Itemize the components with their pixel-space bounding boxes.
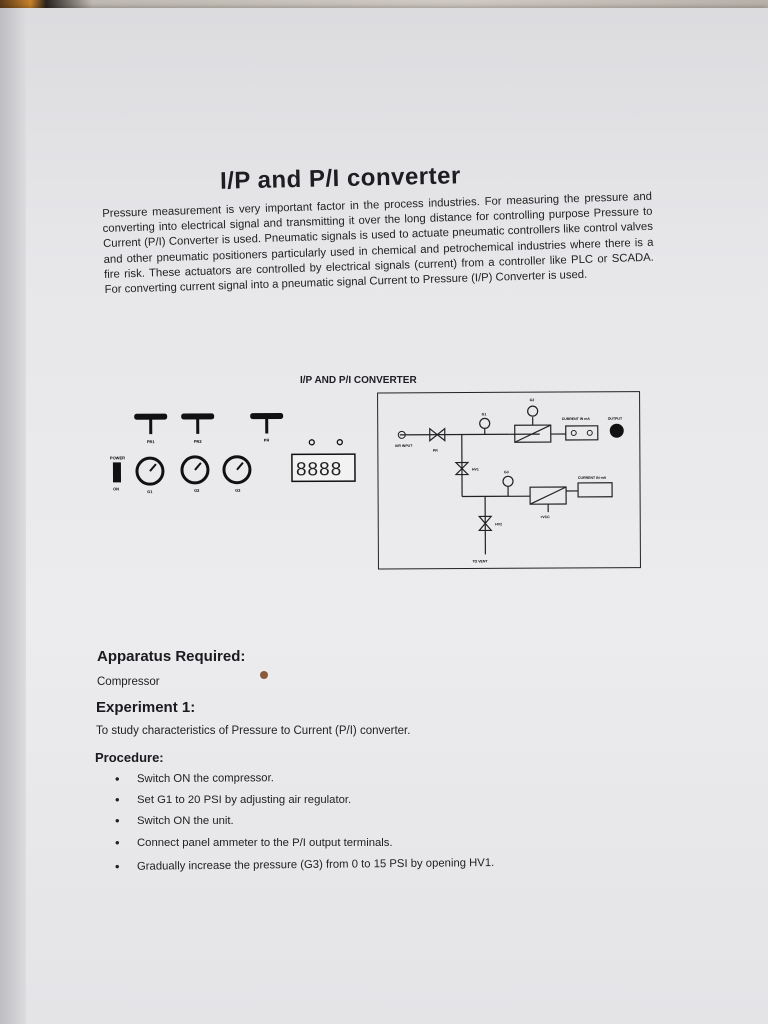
- procedure-step: Switch ON the unit.: [115, 814, 494, 836]
- valve-pr-icon: [429, 427, 446, 442]
- procedure-step: Gradually increase the pressure (G3) fro…: [115, 856, 495, 882]
- terminal-icon: [336, 439, 343, 446]
- schematic-label-to-vent: TO VENT: [472, 559, 488, 563]
- schematic-label-output: OUTPUT: [608, 417, 623, 421]
- output-gauge-icon: [609, 423, 624, 438]
- label-g3: G3: [235, 488, 241, 493]
- label-power: POWER: [110, 455, 125, 460]
- procedure-heading: Procedure:: [95, 750, 164, 765]
- intro-paragraph: Pressure measurement is very important f…: [102, 190, 655, 296]
- procedure-step: Switch ON the compressor.: [115, 770, 494, 794]
- power-switch-icon: [112, 462, 122, 483]
- schematic-label-g2: G2: [530, 398, 535, 402]
- regulator-knobs: [134, 412, 284, 435]
- valve-hv1-icon: [454, 461, 470, 476]
- pressure-gauges: [135, 455, 252, 486]
- label-pr2: PR2: [194, 439, 203, 444]
- procedure-step: Set G1 to 20 PSI by adjusting air regula…: [115, 793, 494, 815]
- schematic-label-current-out: CURRENT IN mA: [578, 476, 607, 480]
- schematic-label-hv2: HV2: [495, 522, 502, 526]
- schematic-label-vcc: +VCC: [540, 515, 550, 519]
- terminal-icon: [586, 429, 593, 436]
- schematic-label-g1: G1: [482, 412, 487, 416]
- label-pr1: PR1: [147, 439, 156, 444]
- converter-diagram: PR1 PR2 PR POWER ON G1 G2 G3 8888: [110, 391, 641, 570]
- apparatus-item: Compressor: [97, 676, 160, 688]
- display-reading: 8888: [296, 459, 342, 480]
- label-g2: G2: [194, 488, 200, 493]
- schematic-label-hv1: HV1: [472, 467, 479, 471]
- valve-hv2-icon: [477, 515, 493, 532]
- schematic-label-air-input: AIR INPUT: [395, 444, 413, 448]
- label-on: ON: [113, 486, 119, 491]
- schematic-label-g3: G3: [504, 470, 509, 474]
- terminal-icon: [570, 429, 577, 436]
- label-pr: PR: [264, 438, 270, 443]
- experiment-aim: To study characteristics of Pressure to …: [96, 725, 411, 737]
- air-input-icon: [397, 430, 406, 439]
- schematic-label-pr: PR: [433, 449, 438, 453]
- schematic-lines: [399, 405, 579, 555]
- experiment-heading: Experiment 1:: [96, 699, 196, 716]
- current-input-terminals: [565, 425, 599, 441]
- schematic-frame: [377, 391, 641, 570]
- document-title: I/P and P/I converter: [219, 162, 462, 195]
- procedure-step: Connect panel ammeter to the P/I output …: [115, 836, 494, 858]
- procedure-list: Switch ON the compressor. Set G1 to 20 P…: [115, 771, 494, 879]
- diagram-title: I/P AND P/I CONVERTER: [300, 375, 417, 386]
- terminal-icon: [308, 439, 315, 446]
- apparatus-heading: Apparatus Required:: [97, 648, 246, 665]
- digital-display: [291, 453, 356, 483]
- ink-smudge: [260, 671, 268, 679]
- schematic-label-current-in: CURRENT IN mA: [562, 417, 591, 421]
- current-output-terminals: [577, 482, 613, 498]
- label-g1: G1: [147, 489, 153, 494]
- paper-edge-shadow: [0, 8, 26, 1024]
